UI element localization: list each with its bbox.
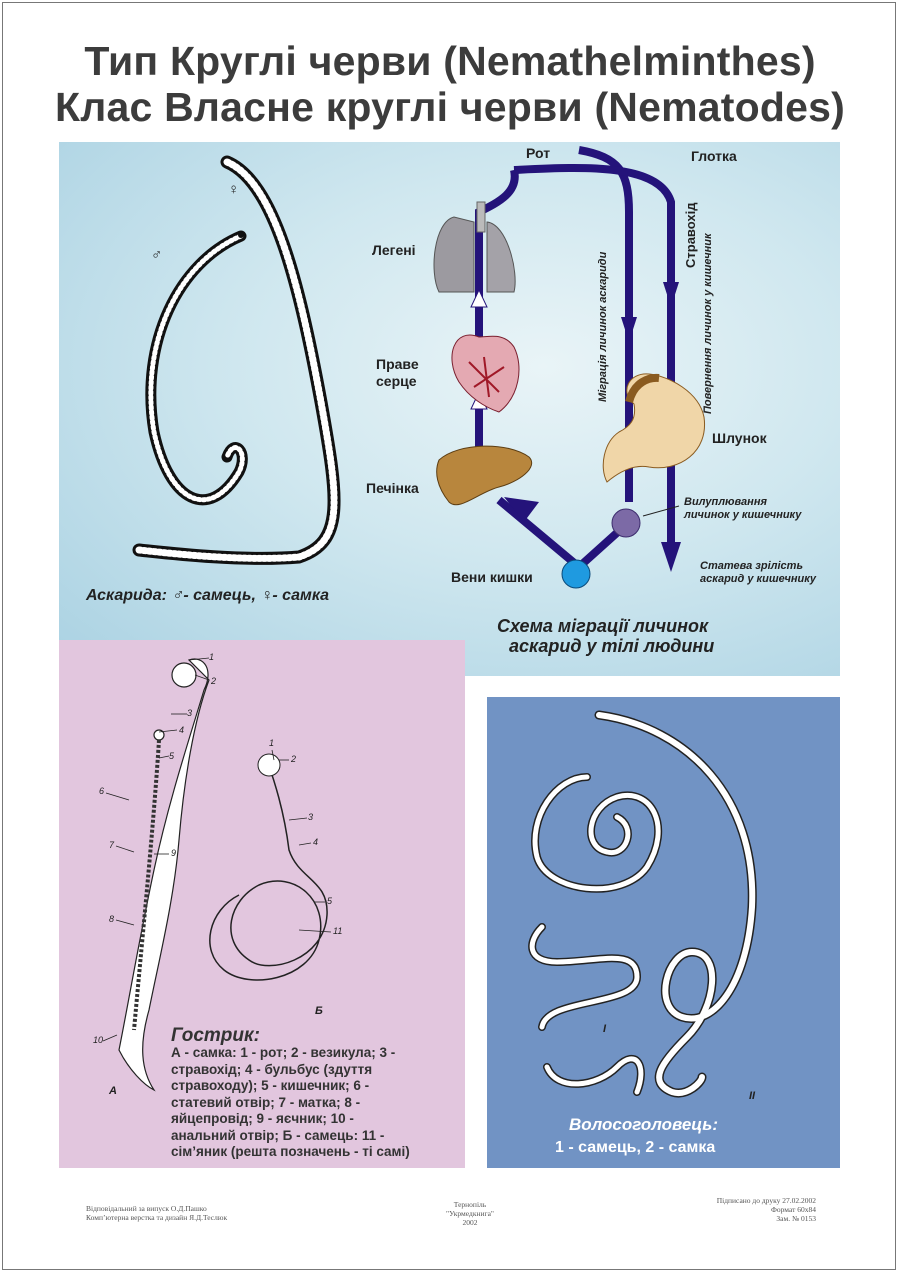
ascaris-caption-female: - самка [272,587,330,604]
footer-center-line: "Укрмедкнига" [446,1209,494,1218]
migration-caption-1: Схема міграції личинок [497,616,709,636]
ascaris-caption: Аскарида: ♂- самець, ♀- самка [86,587,329,605]
title-line-2: Клас Власне круглі черви (Nematodes) [55,84,845,130]
label-mouth: Рот [526,145,551,161]
footer-right-line: Формат 60x84 [770,1205,816,1214]
pinworm-b-num-11: 11 [333,926,343,936]
pinworm-b-num-1: 1 [269,738,275,748]
label-hatching-1: Вилуплювання [684,496,767,508]
ascaris-caption-female-symbol: ♀ [260,587,273,604]
ascaris-caption-prefix: Аскарида: [86,587,172,604]
pinworm-b-num-3: 3 [308,812,314,822]
pinworm-b-num-5: 5 [327,896,333,906]
pinworm-legend-line: статевий отвір; 7 - матка; 8 - [171,1094,361,1110]
label-migration-vertical: Міграція личинок аскариди [597,251,609,402]
pinworm-a-num-8: 8 [109,914,115,924]
whipworm-label-ii: II [749,1090,756,1102]
pinworm-a-num-9: 9 [171,848,177,858]
footer-right-line: Зам. № 0153 [776,1214,816,1223]
whipworm-female [528,773,663,1096]
footer-center: Тернопіль "Укрмедкнига" 2002 [440,1200,500,1227]
whipworm-label-i: I [603,1023,607,1035]
label-esophagus-vertical: Стравохід [683,202,698,268]
pinworm-a-num-10: 10 [93,1035,104,1045]
lungs-illustration [433,201,516,293]
migration-caption-2: аскарид у тілі людини [509,636,715,656]
liver-illustration [436,445,532,506]
pinworm-legend-line: стравохід; 4 - бульбус (здуття [171,1061,373,1077]
pinworm-a-num-3: 3 [187,708,193,718]
pinworm-a-num-5: 5 [169,751,175,761]
whipworm-male [594,710,757,1098]
pinworm-legend-line: А - самка: 1 - рот; 2 - везикула; 3 - [171,1045,396,1060]
ascaris-drawing [132,146,706,589]
pinworm-a-num-7: 7 [109,840,115,850]
whipworm-subtitle: 1 - самець, 2 - самка [555,1139,716,1156]
label-maturity-1: Статева зрілість [700,560,803,572]
label-return-vertical: Повернення личинок у кишечник [702,233,714,414]
pinworm-a-num-1: 1 [209,652,215,662]
label-lungs: Легені [372,242,416,258]
label-liver: Печінка [366,480,419,496]
footer-left-line: Відповідальний за випуск О.Д.Пашко [86,1204,207,1213]
pinworm-label-b: Б [315,1005,323,1017]
pinworm-panel: 1 2 3 4 5 6 7 9 8 10 1 2 3 4 5 11 А Б Го… [59,640,465,1168]
pinworm-a-num-4: 4 [179,725,185,735]
footer-left-line: Комп’ютерна верстка та дизайн Я.Д.Теслюк [86,1213,228,1222]
male-symbol: ♂ [151,246,163,263]
pinworm-male [209,759,328,981]
pinworm-a-num-2: 2 [211,676,217,686]
label-stomach: Шлунок [712,430,767,446]
footer-center-line: Тернопіль [453,1200,487,1209]
label-right-heart-2: серце [376,373,417,389]
whipworm-title: Волосоголовець: [569,1115,719,1134]
ascaris-caption-male: - самець, [183,587,261,604]
ascaris-female-worm [132,155,341,565]
pinworm-legend: А - самка: 1 - рот; 2 - везикула; 3 - ст… [171,1045,410,1161]
pinworm-drawing [102,657,332,1092]
label-maturity-2: аскарид у кишечнику [700,573,817,585]
stomach-illustration [602,373,706,483]
pinworm-legend-line: яйцепровід; 9 - яєчник; 10 - [171,1111,354,1126]
label-hatching-2: личинок у кишечнику [684,509,802,521]
pinworm-legend-line: стравоходу); 5 - кишечник; 6 - [171,1078,370,1093]
vein-node [561,559,591,589]
hatching-node [611,508,641,538]
label-intestine-veins: Вени кишки [451,569,533,585]
pinworm-legend-line: сім’яник (решта позначень - ті самі) [171,1144,410,1159]
female-symbol: ♀ [228,181,240,198]
whipworm-panel: I II Волосоголовець: 1 - самець, 2 - сам… [487,697,840,1168]
ascaris-panel: Рот Глотка Легені Праве серце Печінка Ве… [59,142,840,676]
whipworm-drawing [528,710,757,1098]
label-pharynx: Глотка [691,148,737,164]
footer-right: Підписано до друку 27.02.2002 Формат 60x… [690,1196,816,1223]
footer-right-line: Підписано до друку 27.02.2002 [716,1196,816,1205]
heart-illustration [451,334,520,413]
arrowheads [504,282,681,572]
pinworm-title: Гострик: [171,1025,260,1046]
pinworm-b-num-4: 4 [313,837,319,847]
ascaris-caption-male-symbol: ♂ [171,587,184,604]
pinworm-a-num-6: 6 [99,786,105,796]
pinworm-legend-line: анальний отвір; Б - самець: 11 - [171,1127,385,1143]
footer-center-line: 2002 [462,1218,478,1227]
title-line-1: Тип Круглі черви (Nemathelminthes) [84,38,816,84]
pinworm-label-a: А [109,1085,117,1097]
label-right-heart-1: Праве [376,356,419,372]
pinworm-b-num-2: 2 [291,754,297,764]
pinworm-female [118,658,210,1092]
footer-left: Відповідальний за випуск О.Д.Пашко Комп’… [86,1204,227,1222]
